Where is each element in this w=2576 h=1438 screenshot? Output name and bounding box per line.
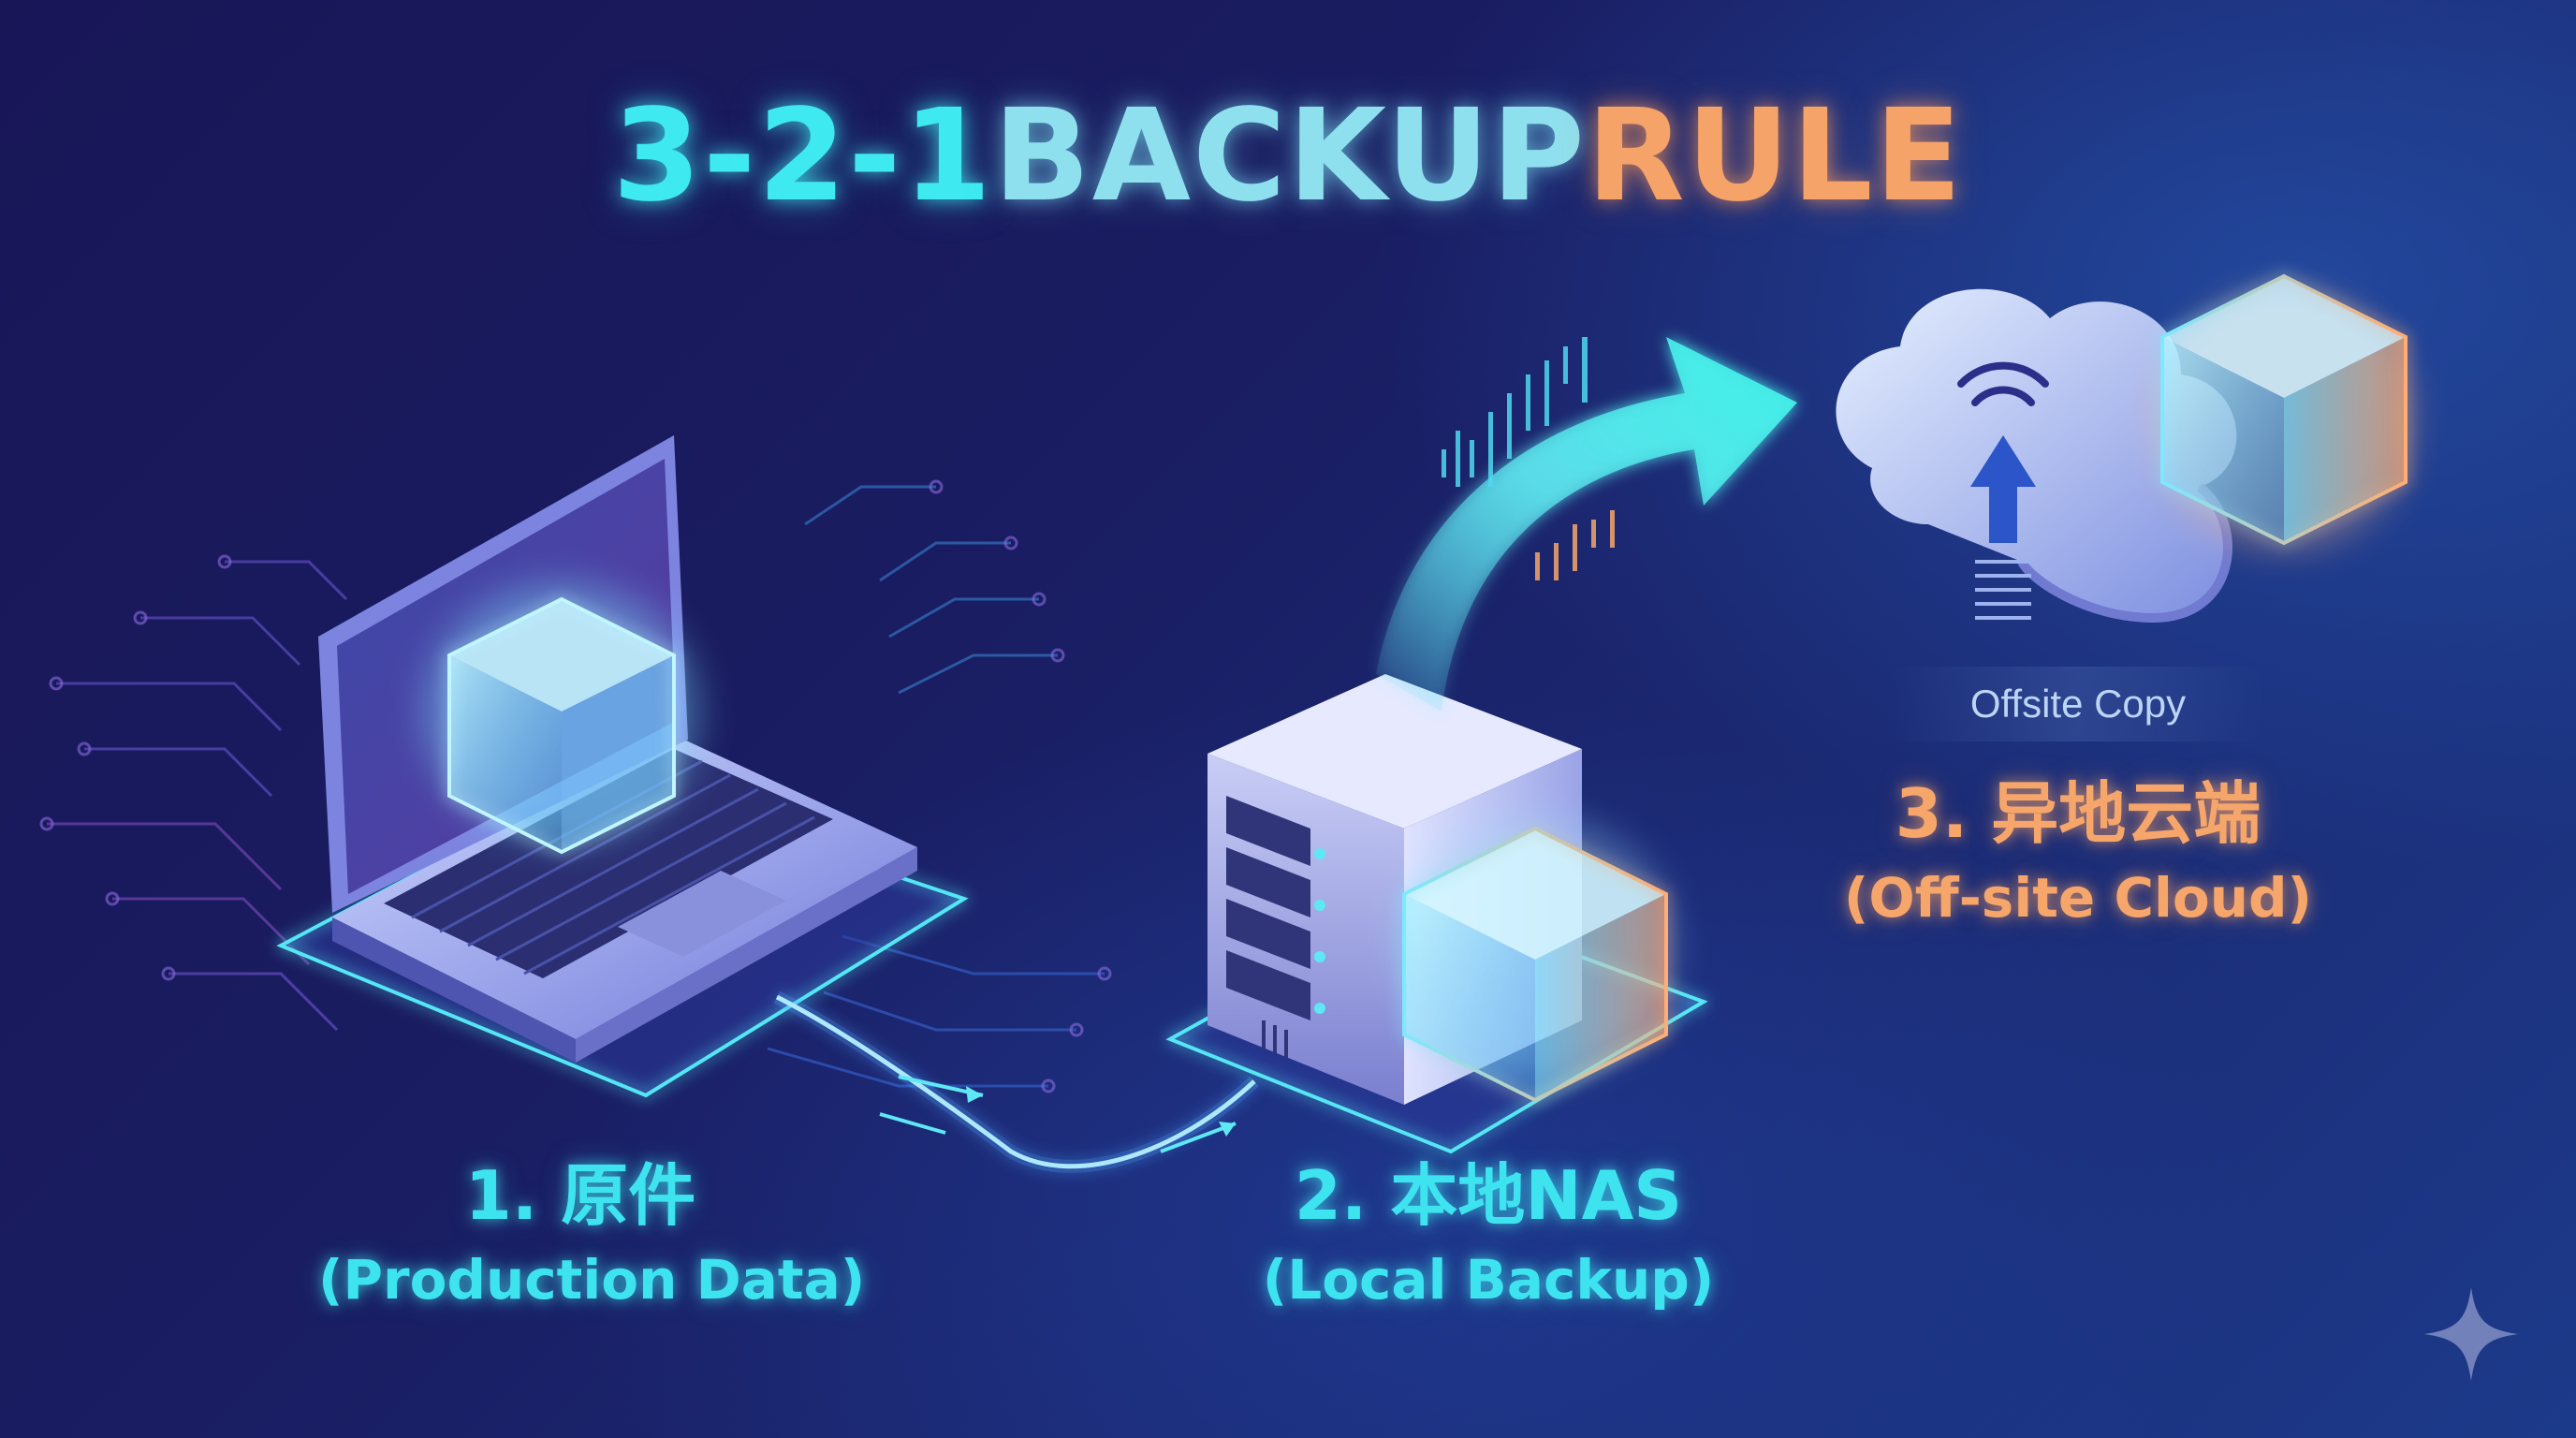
page-title: 3-2-1 BACKUP RULE xyxy=(0,82,2576,230)
title-part-rule: RULE xyxy=(1586,82,1964,230)
upload-arrow xyxy=(1376,337,1797,712)
title-part-numbers: 3-2-1 xyxy=(612,82,994,230)
circuit-nodes xyxy=(39,479,1112,1093)
step-1-number-label: 1. 原件 xyxy=(464,1156,696,1235)
laptop-data-cube xyxy=(421,580,702,855)
offsite-copy-tag: Offsite Copy xyxy=(1891,667,2265,741)
data-bars xyxy=(1442,337,1615,580)
step-1-label: 1. 原件 (Production Data) xyxy=(318,1152,866,1320)
sparkle-icon xyxy=(2424,1287,2518,1381)
cloud-data-cube xyxy=(2153,273,2415,552)
step-2-label: 2. 本地NAS (Local Backup) xyxy=(1208,1152,1769,1320)
step-1-english-label: (Production Data) xyxy=(318,1248,866,1312)
step-2-english-label: (Local Backup) xyxy=(1262,1248,1715,1312)
circuit-traces xyxy=(47,485,1105,1088)
step-3-number-label: 3. 异地云端 xyxy=(1895,774,2261,853)
title-part-backup: BACKUP xyxy=(993,82,1587,230)
transfer-link xyxy=(773,990,1259,1173)
step-2-number-label: 2. 本地NAS xyxy=(1294,1156,1683,1235)
step-3-label: 3. 异地云端 (Off-site Cloud) xyxy=(1778,770,2378,938)
step-3-english-label: (Off-site Cloud) xyxy=(1843,866,2313,930)
nas-data-cube xyxy=(1395,814,1676,1103)
